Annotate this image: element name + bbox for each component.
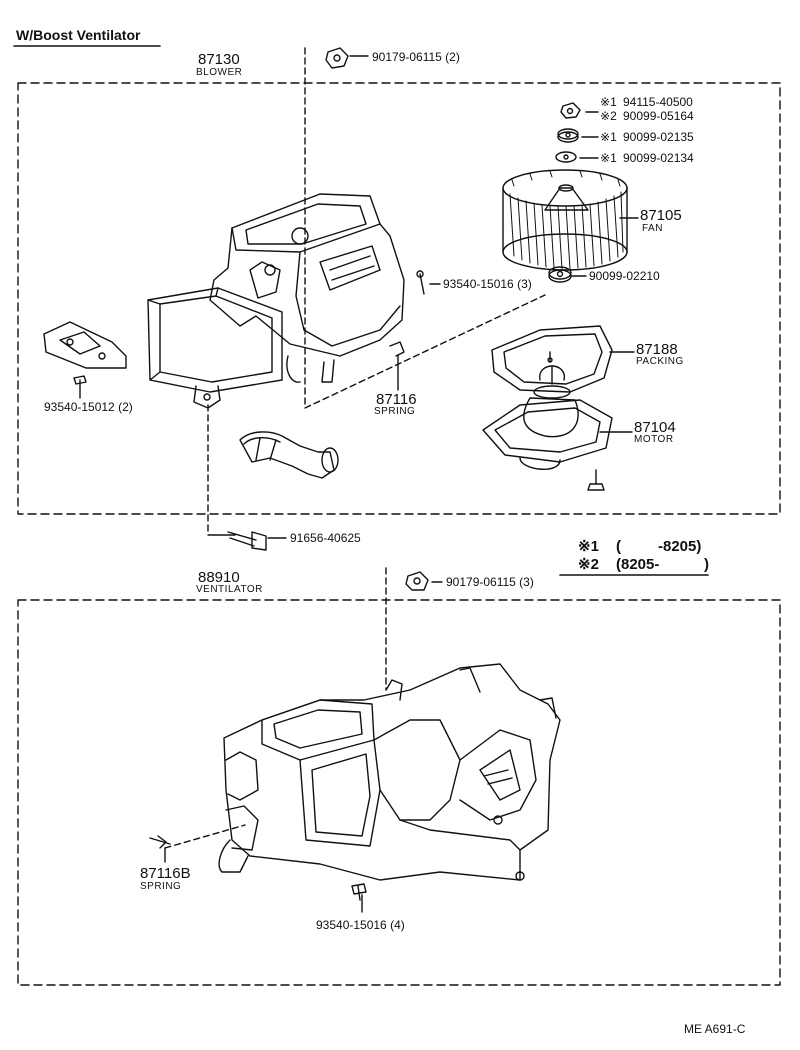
guide-line-fan	[304, 294, 546, 409]
washer-part-number: 90099-02210	[589, 269, 660, 283]
bracket-icon	[43, 321, 127, 385]
ventilator-part-number: 88910	[198, 569, 240, 586]
legend-row-2-mark: ※2	[578, 556, 599, 573]
part-d-number: 90099-02134	[623, 151, 694, 165]
blower-part-number: 87130	[198, 51, 240, 68]
screw-icons	[227, 270, 429, 901]
ventilator-part-name: VENTILATOR	[196, 584, 263, 595]
legend-row-1-open: (	[616, 538, 621, 555]
screw-left-part-number: 93540-15012 (2)	[44, 400, 133, 414]
packing-part-number: 87188	[636, 341, 678, 358]
bolt-part-number: 91656-40625	[290, 531, 361, 545]
part-a-mark: ※1	[600, 95, 617, 109]
motor-part-number: 87104	[634, 419, 676, 436]
packing-part-name: PACKING	[636, 356, 684, 367]
fan-icon	[502, 169, 628, 271]
vent-spring-part-number: 87116B	[140, 865, 191, 882]
spring-part-name: SPRING	[374, 406, 416, 417]
nut-top-icon	[325, 47, 349, 69]
blower-assembly-frame	[17, 82, 781, 515]
vent-spring-part-name: SPRING	[140, 881, 182, 892]
part-d-mark: ※1	[600, 151, 617, 165]
spring-clip-icon	[389, 341, 405, 357]
spring-part-number: 87116	[376, 391, 417, 408]
legend-row-1-range: -8205)	[658, 538, 702, 555]
part-b-mark: ※2	[600, 109, 617, 123]
screw-part-number: 93540-15016 (3)	[443, 277, 532, 291]
nut-top-part-number: 90179-06115 (2)	[372, 50, 460, 64]
ventilator-housing-icon	[149, 663, 561, 881]
part-b-number: 90099-05164	[623, 109, 694, 123]
vent-screw-part-number: 93540-15016 (4)	[316, 918, 405, 932]
legend-row-2-close: )	[704, 556, 709, 573]
motor-part-name: MOTOR	[634, 434, 674, 445]
washer-stack-icon	[548, 102, 581, 283]
ventilator-assembly-frame	[17, 599, 781, 986]
blower-part-name: BLOWER	[196, 67, 243, 78]
vent-nut-part-number: 90179-06115 (3)	[446, 575, 534, 589]
fan-part-number: 87105	[640, 207, 682, 224]
blower-housing-icon	[147, 193, 405, 409]
packing-icon	[491, 325, 613, 393]
drawing-code: ME A691-C	[684, 1022, 746, 1036]
legend-row-1-mark: ※1	[578, 538, 599, 555]
legend-row-2-range: (8205-	[616, 556, 660, 573]
hose-icon	[239, 431, 339, 479]
part-c-mark: ※1	[600, 130, 617, 144]
motor-icon	[482, 365, 613, 491]
part-a-number: 94115-40500	[623, 95, 693, 109]
fan-part-name: FAN	[642, 223, 663, 234]
guide-line-vent-spring	[164, 824, 246, 849]
part-c-number: 90099-02135	[623, 130, 694, 144]
diagram-title: W/Boost Ventilator	[16, 27, 141, 43]
